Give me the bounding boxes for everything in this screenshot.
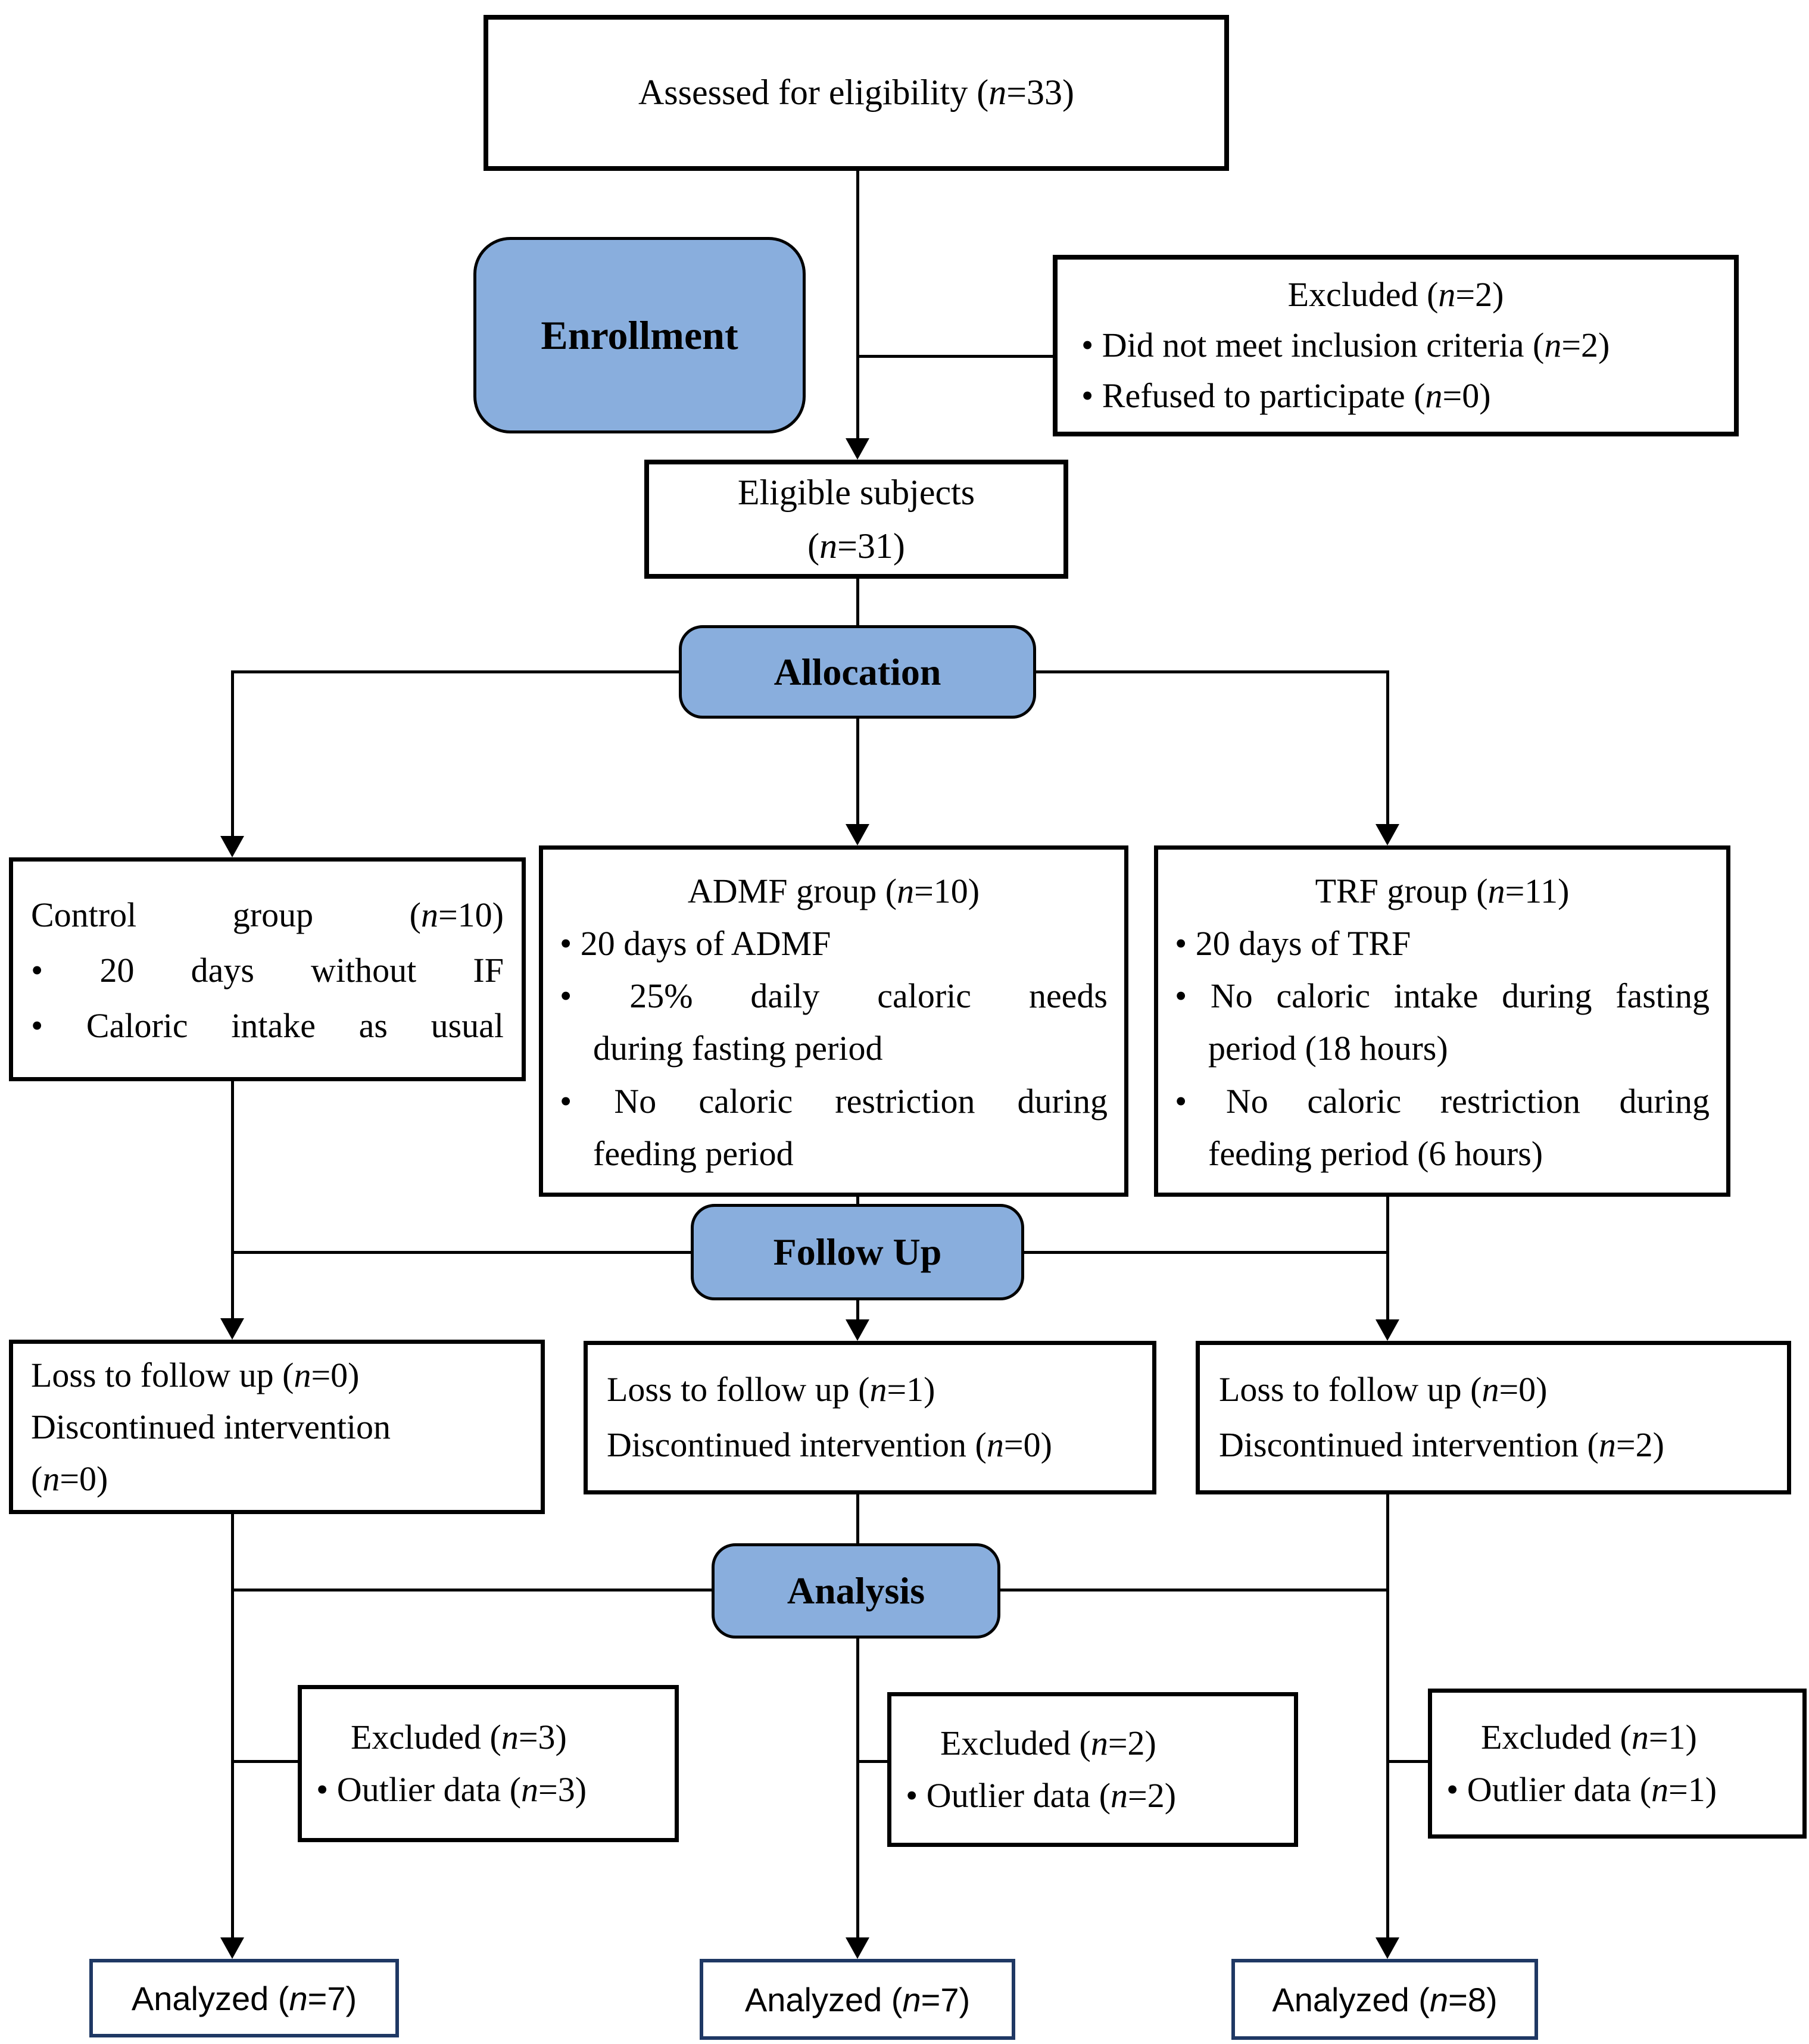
arrowhead-to-loss-admf xyxy=(846,1319,869,1341)
analysis-stage-box: Analysis xyxy=(712,1543,1000,1639)
trf-group-bullet-cont: feeding period (6 hours) xyxy=(1208,1134,1543,1173)
connector-followup-left xyxy=(232,1251,691,1254)
trf-group-bullet: • No caloric restriction during xyxy=(1175,1081,1710,1121)
arrowhead-to-analyzed-control xyxy=(220,1937,244,1959)
arrowhead-to-loss-trf xyxy=(1376,1319,1399,1341)
admf-group-bullet: • No caloric restriction during xyxy=(560,1081,1108,1121)
excluded-analysis-admf-title: Excluded (n=2) xyxy=(940,1723,1156,1762)
loss-control-line: (n=0) xyxy=(31,1459,108,1498)
connector-followup-to-loss xyxy=(856,1300,859,1319)
excluded-enrollment-box: Excluded (n=2) • Did not meet inclusion … xyxy=(1053,255,1739,436)
analyzed-admf-box: Analyzed (n=7) xyxy=(700,1959,1015,2040)
analyzed-control-box: Analyzed (n=7) xyxy=(89,1959,399,2037)
trf-group-bullet: • No caloric intake during fasting xyxy=(1175,976,1710,1016)
connector-assessed-to-eligible xyxy=(856,171,859,438)
analysis-stage-label: Analysis xyxy=(787,1569,925,1612)
excluded-enrollment-title: Excluded (n=2) xyxy=(1287,275,1504,314)
connector-allocation-right xyxy=(1036,670,1387,673)
loss-admf-box: Loss to follow up (n=1) Discontinued int… xyxy=(584,1341,1156,1494)
loss-trf-line: Loss to follow up (n=0) xyxy=(1219,1370,1548,1409)
excluded-analysis-admf-box: Excluded (n=2) • Outlier data (n=2) xyxy=(887,1692,1298,1847)
assessed-text: Assessed for eligibility (n=33) xyxy=(638,73,1075,113)
eligible-line1: Eligible subjects xyxy=(737,473,975,512)
arrowhead-to-analyzed-trf xyxy=(1376,1937,1399,1959)
arrowhead-to-control xyxy=(220,836,244,857)
admf-group-bullet-cont: feeding period xyxy=(593,1134,794,1173)
excluded-analysis-control-box: Excluded (n=3) • Outlier data (n=3) xyxy=(298,1685,679,1842)
control-group-box: Control group (n=10) • 20 days without I… xyxy=(9,857,526,1081)
assessed-box: Assessed for eligibility (n=33) xyxy=(484,15,1229,171)
trf-group-bullet-cont: period (18 hours) xyxy=(1208,1029,1448,1068)
connector-allocation-to-control xyxy=(231,670,234,836)
admf-group-title: ADMF group (n=10) xyxy=(687,872,980,910)
connector-analysis-down xyxy=(856,1639,859,1937)
analyzed-trf-box: Analyzed (n=8) xyxy=(1231,1959,1538,2040)
excluded-enrollment-bullet: • Refused to participate (n=0) xyxy=(1081,376,1491,415)
admf-group-box: ADMF group (n=10) • 20 days of ADMF • 25… xyxy=(539,845,1128,1197)
connector-stub-excluded-control xyxy=(232,1760,298,1763)
connector-eligible-to-allocation xyxy=(856,579,859,625)
excluded-analysis-control-title: Excluded (n=3) xyxy=(351,1717,567,1756)
excluded-analysis-trf-title: Excluded (n=1) xyxy=(1481,1717,1697,1756)
follow-up-stage-label: Follow Up xyxy=(773,1231,942,1273)
loss-control-line: Discontinued intervention xyxy=(31,1408,391,1446)
allocation-stage-label: Allocation xyxy=(773,650,941,693)
loss-control-line: Loss to follow up (n=0) xyxy=(31,1356,360,1394)
enrollment-stage-label: Enrollment xyxy=(541,312,738,358)
excluded-enrollment-bullet: • Did not meet inclusion criteria (n=2) xyxy=(1081,326,1610,365)
connector-allocation-to-admf xyxy=(856,719,859,824)
connector-analysis-right xyxy=(1000,1589,1387,1591)
trf-group-box: TRF group (n=11) • 20 days of TRF • No c… xyxy=(1154,845,1730,1197)
control-group-title: Control group (n=10) xyxy=(31,895,504,934)
follow-up-stage-box: Follow Up xyxy=(691,1204,1024,1300)
control-group-bullet: • Caloric intake as usual xyxy=(31,1006,504,1045)
trf-group-title: TRF group (n=11) xyxy=(1315,872,1570,910)
control-group-bullet: • 20 days without IF xyxy=(31,950,504,990)
loss-admf-line: Discontinued intervention (n=0) xyxy=(607,1425,1052,1464)
connector-trf-to-loss xyxy=(1386,1197,1389,1319)
enrollment-stage-box: Enrollment xyxy=(473,237,806,433)
analyzed-control-text: Analyzed (n=7) xyxy=(131,1979,357,2017)
admf-group-bullet: • 25% daily caloric needs xyxy=(560,976,1108,1016)
loss-trf-box: Loss to follow up (n=0) Discontinued int… xyxy=(1196,1341,1791,1494)
connector-allocation-left xyxy=(232,670,679,673)
loss-control-box: Loss to follow up (n=0) Discontinued int… xyxy=(9,1340,545,1514)
admf-group-bullet: • 20 days of ADMF xyxy=(560,924,831,963)
connector-loss-control-down xyxy=(231,1514,234,1937)
connector-stub-excluded-admf xyxy=(857,1760,887,1763)
excluded-analysis-trf-bullet: • Outlier data (n=1) xyxy=(1446,1770,1717,1809)
arrowhead-to-admf xyxy=(846,824,869,845)
excluded-analysis-trf-box: Excluded (n=1) • Outlier data (n=1) xyxy=(1428,1689,1807,1839)
loss-admf-line: Loss to follow up (n=1) xyxy=(607,1370,935,1409)
excluded-analysis-control-bullet: • Outlier data (n=3) xyxy=(316,1770,587,1809)
excluded-analysis-admf-bullet: • Outlier data (n=2) xyxy=(906,1776,1177,1815)
eligible-box: Eligible subjects (n=31) xyxy=(644,460,1068,579)
connector-analysis-left xyxy=(232,1589,712,1591)
trf-group-bullet: • 20 days of TRF xyxy=(1175,924,1411,963)
connector-control-to-loss xyxy=(231,1081,234,1318)
connector-followup-right xyxy=(1024,1251,1387,1254)
arrowhead-to-eligible xyxy=(846,438,869,460)
connector-admf-to-followup xyxy=(856,1197,859,1204)
loss-trf-line: Discontinued intervention (n=2) xyxy=(1219,1425,1664,1464)
allocation-stage-box: Allocation xyxy=(679,625,1036,719)
connector-stub-excluded-trf xyxy=(1387,1760,1428,1763)
eligible-line2: (n=31) xyxy=(807,526,905,566)
arrowhead-to-trf xyxy=(1376,824,1399,845)
analyzed-admf-text: Analyzed (n=7) xyxy=(744,1980,971,2018)
analyzed-trf-text: Analyzed (n=8) xyxy=(1272,1980,1498,2018)
arrowhead-to-loss-control xyxy=(220,1318,244,1340)
connector-allocation-to-trf xyxy=(1386,670,1389,824)
connector-to-excluded-enrollment xyxy=(857,355,1053,358)
admf-group-bullet-cont: during fasting period xyxy=(593,1029,883,1068)
connector-loss-admf-to-analysis xyxy=(856,1494,859,1543)
connector-loss-trf-down xyxy=(1386,1494,1389,1937)
arrowhead-to-analyzed-admf xyxy=(846,1937,869,1959)
